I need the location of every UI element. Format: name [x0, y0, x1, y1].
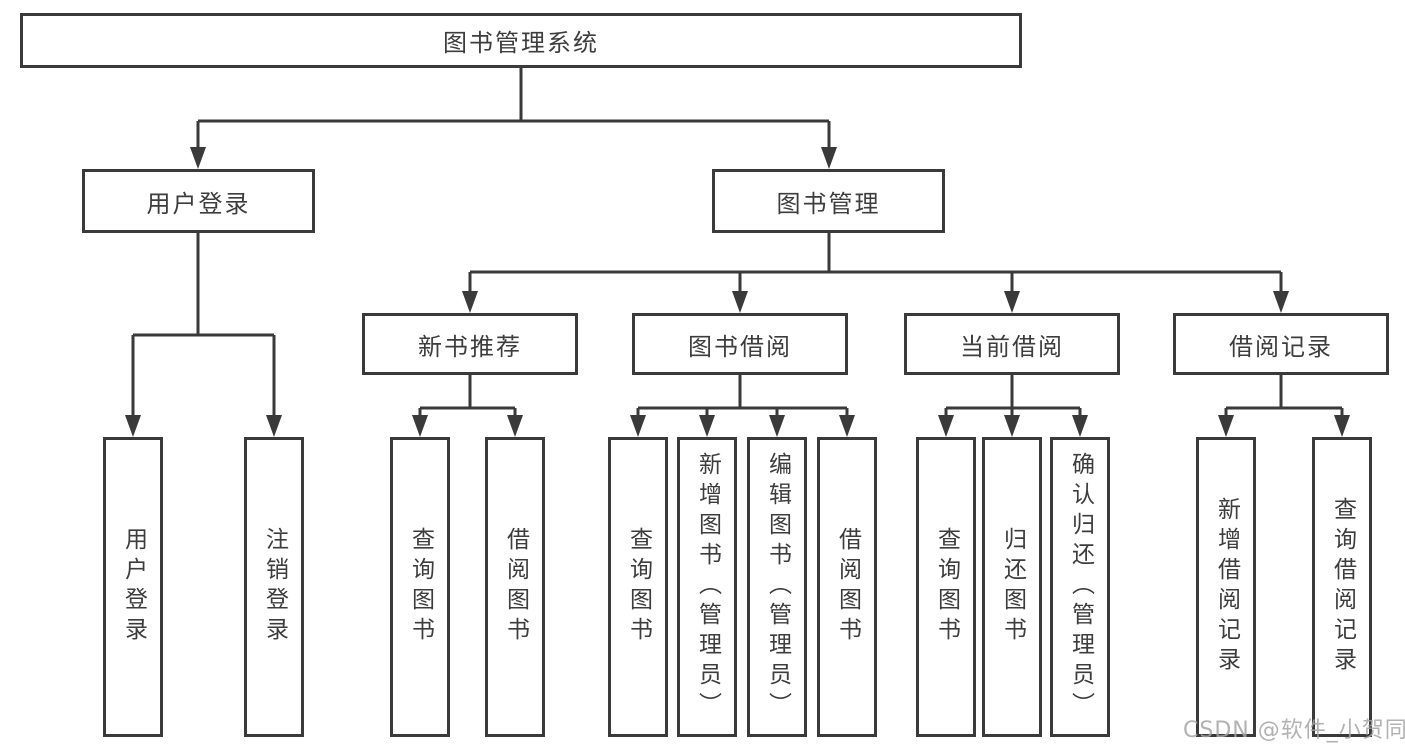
arrowheads-borrow-records-branch — [1218, 415, 1350, 437]
node-add-book-admin: 新增图书（管理员） — [677, 437, 737, 737]
connector-root-to-level2 — [196, 68, 831, 148]
arrowheads-root-to-level2 — [190, 147, 837, 169]
connector-current-borrow-branch — [944, 375, 1082, 416]
node-borrow-books-leaf: 借阅图书 — [817, 437, 877, 737]
node-logout-leaf: 注销登录 — [244, 437, 304, 737]
connector-book-management-branch — [468, 233, 1283, 292]
node-add-borrow-record: 新增借阅记录 — [1196, 437, 1256, 737]
node-borrow-records: 借阅记录 — [1173, 313, 1389, 375]
node-root: 图书管理系统 — [20, 13, 1022, 68]
connector-new-book-branch — [418, 375, 517, 416]
node-book-management: 图书管理 — [712, 169, 945, 233]
node-borrow-books-recommend: 借阅图书 — [485, 437, 545, 737]
node-current-borrow: 当前借阅 — [904, 313, 1120, 375]
arrowheads-book-management-branch — [462, 291, 1289, 313]
arrowheads-book-borrow-branch — [630, 415, 855, 437]
node-query-books-borrow: 查询图书 — [608, 437, 668, 737]
node-query-books-recommend: 查询图书 — [390, 437, 450, 737]
connector-book-borrow-branch — [636, 375, 849, 416]
node-user-login: 用户登录 — [82, 169, 315, 233]
node-confirm-return-admin: 确认归还（管理员） — [1050, 437, 1110, 737]
node-user-login-leaf: 用户登录 — [103, 437, 163, 737]
node-book-borrow: 图书借阅 — [632, 313, 848, 375]
node-query-books-current: 查询图书 — [916, 437, 976, 737]
arrowheads-current-borrow-branch — [938, 415, 1088, 437]
arrowheads-new-book-branch — [412, 415, 523, 437]
watermark-text: CSDN @软件_小贺同学 — [1183, 718, 1405, 743]
arrowheads-user-login-branch — [125, 415, 282, 437]
node-query-borrow-record: 查询借阅记录 — [1312, 437, 1372, 737]
node-return-books: 归还图书 — [982, 437, 1042, 737]
node-new-book-recommend: 新书推荐 — [362, 313, 578, 375]
connector-borrow-records-branch — [1224, 375, 1344, 416]
connector-user-login-branch — [131, 233, 276, 416]
node-edit-book-admin: 编辑图书（管理员） — [747, 437, 807, 737]
